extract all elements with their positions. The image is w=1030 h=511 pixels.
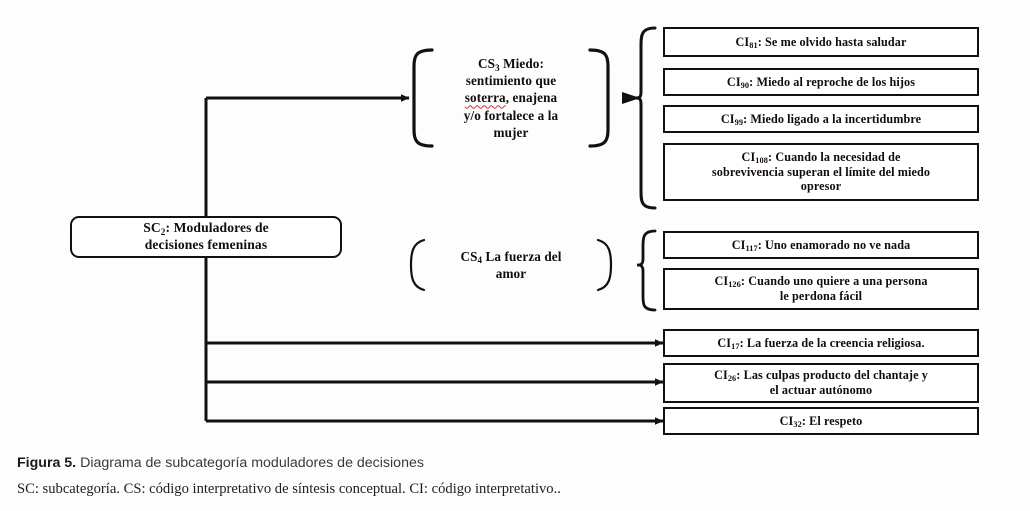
node-ci-32[interactable]: CI32: El respeto [663,407,979,435]
node-cs3[interactable]: CS3 Miedo: sentimiento que soterra, enaj… [428,50,594,146]
cs4-text: CS4 La fuerza del amor [460,248,562,281]
node-ci-126[interactable]: CI126: Cuando uno quiere a una persona l… [663,268,979,310]
node-ci-99[interactable]: CI99: Miedo ligado a la incertidumbre [663,105,979,133]
figure-caption-text: Diagrama de subcategoría moduladores de … [76,455,424,471]
ci-26-text: CI26: Las culpas producto del chantaje y… [714,368,928,397]
sc2-text: SC2: Moduladores de decisiones femeninas [143,220,269,252]
node-ci-108[interactable]: CI108: Cuando la necesidad de sobreviven… [663,143,979,201]
ci-81-text: CI81: Se me olvido hasta saludar [735,34,907,50]
figure-caption: Figura 5. Diagrama de subcategoría modul… [17,455,424,471]
figure-caption-label: Figura 5. [17,455,77,471]
ci-99-text: CI99: Miedo ligado a la incertidumbre [720,111,922,127]
node-ci-17[interactable]: CI17: La fuerza de la creencia religiosa… [663,329,979,357]
ci-90-text: CI90: Miedo al reproche de los hijos [726,74,916,90]
ci-17-text: CI17: La fuerza de la creencia religiosa… [717,335,925,351]
node-cs4[interactable]: CS4 La fuerza del amor [424,240,598,290]
ci-108-text: CI108: Cuando la necesidad de sobreviven… [711,149,931,194]
node-ci-81[interactable]: CI81: Se me olvido hasta saludar [663,27,979,57]
ci-32-text: CI32: El respeto [779,413,863,429]
node-sc2[interactable]: SC2: Moduladores de decisiones femeninas [70,216,342,258]
figure-legend: SC: subcategoría. CS: código interpretat… [17,481,561,497]
ci-126-text: CI126: Cuando uno quiere a una persona l… [714,274,928,303]
cs3-text: CS3 Miedo: sentimiento que soterra, enaj… [463,56,559,140]
node-ci-117[interactable]: CI117: Uno enamorado no ve nada [663,231,979,259]
node-ci-90[interactable]: CI90: Miedo al reproche de los hijos [663,68,979,96]
ci-117-text: CI117: Uno enamorado no ve nada [731,237,911,253]
spellchecked-word: soterra [464,90,506,106]
node-ci-26[interactable]: CI26: Las culpas producto del chantaje y… [663,363,979,403]
